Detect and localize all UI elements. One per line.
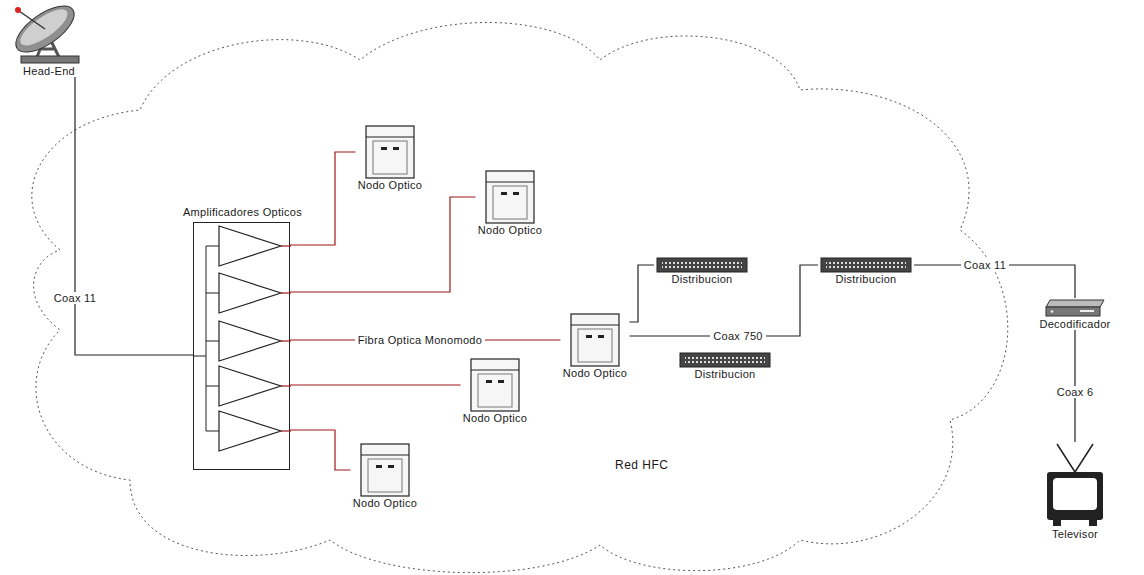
optical-node-icon <box>360 443 410 497</box>
optical-node-icon <box>365 125 415 179</box>
coax-link <box>630 265 819 336</box>
cable-label: Coax 11 <box>961 259 1009 271</box>
fiber-link <box>290 430 351 470</box>
node-label: Nodo Optico <box>353 497 417 509</box>
decoder-icon <box>1044 298 1106 318</box>
distribution-rack-icon <box>656 257 748 273</box>
distribution-rack-icon <box>679 352 771 368</box>
decoder: Decodificador <box>1037 298 1113 330</box>
cable-label: Coax 750 <box>710 330 766 342</box>
node-label: Nodo Optico <box>478 224 542 236</box>
fiber-link <box>290 197 476 292</box>
optical-node: Nodo Optico <box>561 313 630 379</box>
optical-node: Nodo Optico <box>476 170 545 236</box>
amplifier-bank <box>194 223 291 471</box>
coax-link <box>75 77 193 355</box>
cable-label: Coax 11 <box>51 292 99 304</box>
group-title: Amplificadores Opticos <box>183 206 302 218</box>
amplifier-box: Amplificadores Opticos <box>193 222 290 470</box>
cloud-outline <box>32 23 1008 573</box>
optical-node-icon <box>470 358 520 412</box>
cable-label: Fibra Optica Monomodo <box>355 334 485 346</box>
coax-link <box>630 265 655 322</box>
node-label: Distribucion <box>835 273 896 285</box>
fiber-link <box>290 384 461 385</box>
satellite-dish <box>5 3 93 65</box>
television: Televisor <box>1041 442 1109 540</box>
optical-node: Nodo Optico <box>351 443 420 509</box>
node-label: Televisor <box>1052 528 1098 540</box>
fiber-link <box>290 152 356 245</box>
node-label: Nodo Optico <box>563 367 627 379</box>
node-label: Decodificador <box>1039 318 1110 330</box>
node-label: Nodo Optico <box>463 412 527 424</box>
head-end: Head-End <box>3 3 95 77</box>
optical-node-icon <box>570 313 620 367</box>
distribution-unit: Distribucion <box>654 257 750 285</box>
node-label: Distribucion <box>694 368 755 380</box>
distribution-unit: Distribucion <box>677 352 773 380</box>
distribution-rack-icon <box>820 257 912 273</box>
optical-node: Nodo Optico <box>461 358 530 424</box>
optical-node-icon <box>485 170 535 224</box>
optical-node: Nodo Optico <box>356 125 425 191</box>
television-icon <box>1043 442 1107 528</box>
node-label: Head-End <box>23 65 75 77</box>
node-label: Distribucion <box>671 273 732 285</box>
cable-label: Coax 6 <box>1054 386 1097 398</box>
distribution-unit: Distribucion <box>818 257 914 285</box>
node-label: Nodo Optico <box>358 179 422 191</box>
network-label: Red HFC <box>615 458 669 472</box>
